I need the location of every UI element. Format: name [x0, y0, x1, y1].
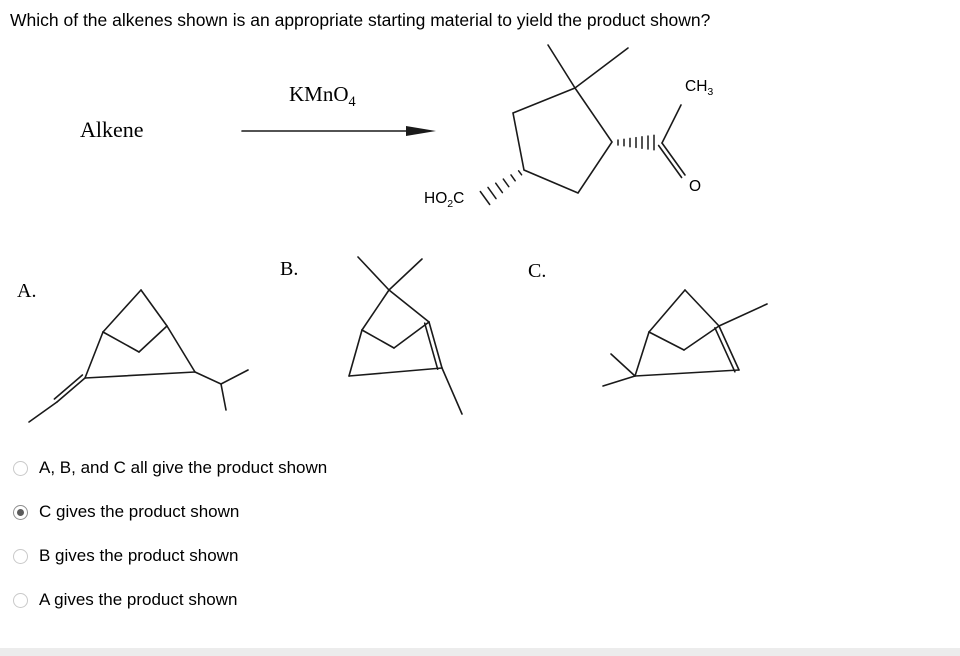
structure-b-label: B. — [280, 258, 299, 280]
radio-button-c[interactable] — [13, 504, 28, 520]
bicyclic-frame — [348, 289, 443, 377]
option-row-all[interactable]: A, B, and C all give the product shown — [13, 446, 327, 490]
structure-a-label: A. — [17, 280, 37, 302]
ketone-oxygen-label: O — [689, 178, 702, 195]
product-structure-drawing — [479, 44, 686, 206]
carboxylic-acid-label: HO2C — [424, 190, 465, 211]
option-label: B gives the product shown — [39, 546, 239, 565]
reagent-base: KMnO — [289, 82, 349, 106]
cyclopentane-ring — [512, 87, 613, 194]
bottom-edge-strip — [0, 648, 960, 656]
radio-button-a[interactable] — [13, 592, 28, 608]
option-label: A gives the product shown — [39, 590, 238, 609]
structure-c-drawing — [602, 289, 768, 387]
gem-dimethyl-bonds — [357, 256, 423, 292]
reagent-label: KMnO4 — [289, 82, 356, 111]
reactant-label: Alkene — [80, 117, 144, 142]
methyl-label: CH3 — [685, 78, 714, 99]
hash-wedge-acetyl — [617, 134, 655, 151]
reagent-subscript: 4 — [348, 94, 356, 111]
option-row-c[interactable]: C gives the product shown — [13, 490, 327, 534]
structure-b-drawing — [348, 256, 463, 415]
gem-dimethyl-bonds — [547, 44, 629, 90]
answer-options: A, B, and C all give the product shown C… — [13, 446, 327, 622]
radio-button-b[interactable] — [13, 548, 28, 564]
option-label: C gives the product shown — [39, 502, 240, 521]
option-label: A, B, and C all give the product shown — [39, 458, 328, 477]
hash-wedge-acid — [479, 170, 523, 206]
methyl-bond — [718, 303, 768, 327]
methyl-bond — [441, 367, 463, 415]
isopropyl-group — [194, 369, 249, 411]
structure-a-drawing — [28, 289, 249, 423]
question-text: Which of the alkenes shown is an appropr… — [10, 10, 711, 30]
option-row-a[interactable]: A gives the product shown — [13, 578, 327, 622]
option-row-b[interactable]: B gives the product shown — [13, 534, 327, 578]
reaction-arrow — [241, 126, 436, 136]
acetyl-group-bonds — [657, 104, 686, 179]
gem-dimethyl-bonds — [602, 353, 636, 387]
ring-double-bond — [714, 326, 736, 373]
ring-double-bond — [423, 322, 439, 370]
radio-button-all[interactable] — [13, 460, 28, 476]
bicyclic-frame — [84, 289, 196, 379]
bicyclic-frame — [634, 289, 740, 377]
structure-c-label: C. — [528, 260, 547, 282]
exocyclic-double-bond — [28, 374, 86, 423]
